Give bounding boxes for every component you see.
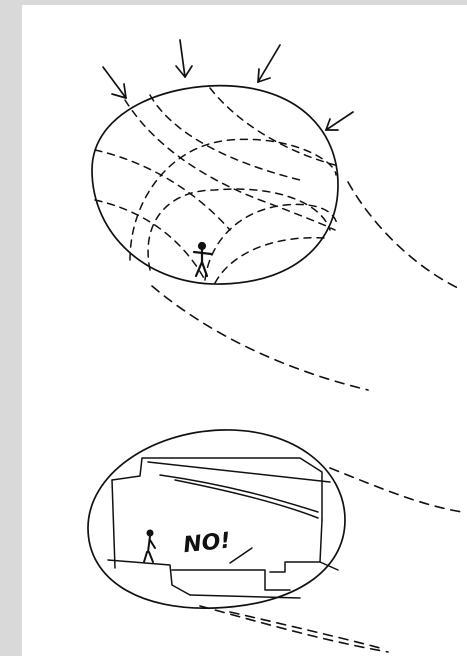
dome-outline [92, 86, 338, 284]
arrow-1-icon [103, 67, 126, 98]
perspective-lines-bottom [200, 468, 462, 652]
canyon-lens-outline [88, 430, 345, 608]
person-figure-bottom-icon [144, 531, 155, 563]
perspective-lines-top [152, 182, 462, 390]
arrow-3-icon [258, 45, 280, 82]
person-figure-top-icon [194, 243, 211, 276]
no-annotation: NO! [182, 528, 232, 558]
arrow-4-icon [326, 112, 353, 130]
arrow-2-icon [176, 40, 192, 77]
canyon-walls [108, 458, 338, 598]
